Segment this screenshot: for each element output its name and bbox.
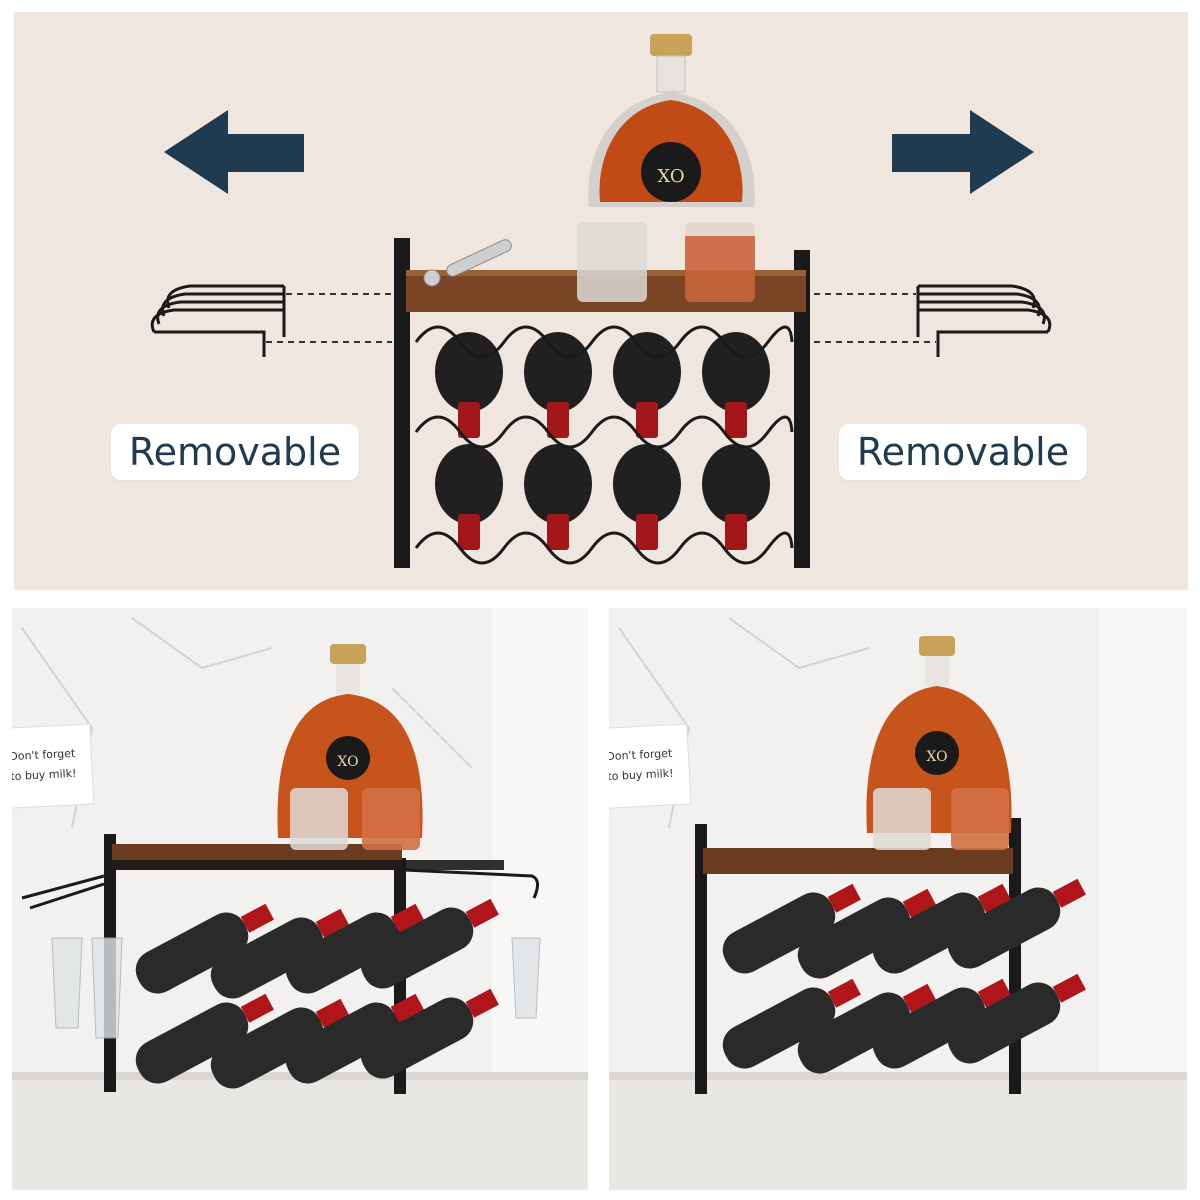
svg-text:XO: XO [926,749,947,765]
sticky-note: Don't forget to buy milk! [12,723,95,810]
svg-text:XO: XO [337,754,358,770]
glass-holder-left [150,284,286,357]
bottles-bottom-row [435,444,770,550]
svg-text:Don't forget: Don't forget [609,747,673,763]
photo-without-glass-holders: Don't forget to buy milk! XO [609,608,1187,1190]
glasses [577,222,755,302]
svg-text:Don't forget: Don't forget [12,747,76,763]
removable-label-left: Removable [111,424,359,480]
decanter: XO [588,34,755,207]
glass-holder-right [916,284,1052,357]
decanter: XO [866,636,1012,850]
bottles-top-row [435,332,770,438]
bottom-right-illustration: Don't forget to buy milk! XO [609,608,1187,1190]
bottom-left-illustration: Don't forget to buy milk! [12,608,588,1190]
svg-text:to buy milk!: to buy milk! [609,767,674,783]
photo-with-glass-holders: Don't forget to buy milk! [12,608,588,1190]
svg-text:to buy milk!: to buy milk! [12,767,77,783]
svg-text:XO: XO [657,166,684,187]
sticky-note: Don't forget to buy milk! [609,723,692,810]
top-panel: XO Removable Removable [14,12,1188,590]
corkscrew [423,239,512,287]
arrow-right-icon [892,110,1034,194]
decanter: XO [277,644,423,850]
removable-label-right: Removable [839,424,1087,480]
arrow-left-icon [164,110,304,194]
top-illustration: XO [150,34,1052,568]
